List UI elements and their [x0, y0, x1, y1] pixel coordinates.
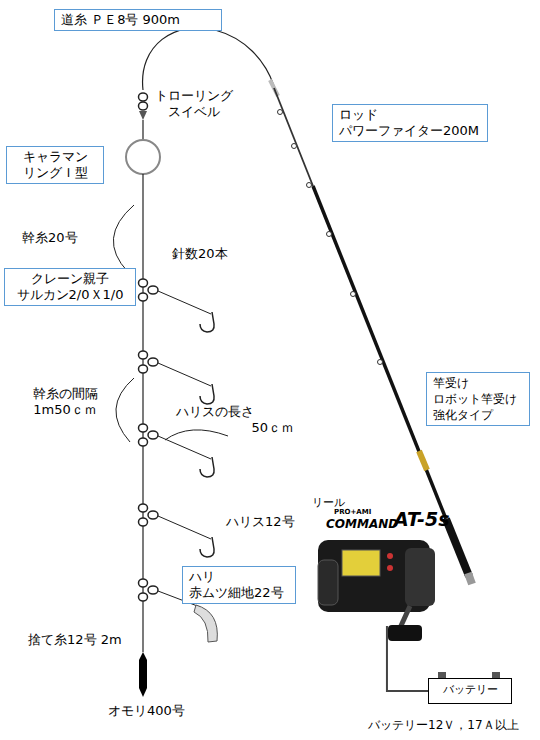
swivel-body — [139, 111, 147, 120]
crane-swivel — [139, 593, 148, 601]
rod-guide — [307, 183, 312, 188]
caraman-ring — [126, 140, 160, 174]
logo-text: PRO+AMI — [334, 508, 371, 516]
spec-box: キャラマン リングＩ型 — [6, 146, 104, 184]
node-text: バッテリー — [429, 679, 511, 701]
power-cable — [387, 626, 428, 691]
crane-swivel — [148, 511, 158, 519]
node-text: 道糸 ＰＥ8号 900m — [61, 12, 215, 28]
node-text: 竿受け ロボット竿受け 強化タイプ — [433, 375, 523, 423]
dimension-label: 幹糸の間隔 1m50ｃｍ — [24, 386, 106, 418]
crane-swivel — [139, 279, 148, 287]
sinker — [139, 652, 147, 697]
swivel-ring — [139, 93, 148, 101]
rod-reel-seat — [419, 451, 427, 470]
reel-handle-arm — [400, 606, 410, 628]
dimension-bracket — [165, 430, 228, 440]
reel-side — [405, 548, 435, 606]
battery-box: バッテリー — [428, 678, 512, 704]
harisu-line — [158, 436, 211, 459]
leader-line — [142, 120, 143, 140]
reel-handle-knob — [388, 625, 422, 641]
reel-button — [387, 565, 393, 571]
node-text: クレーン親子 サルカン2/0Ｘ1/0 — [11, 271, 129, 303]
rod-guide — [351, 292, 356, 297]
crane-swivel — [139, 365, 148, 373]
part-label: トローリング スイベル — [152, 88, 236, 120]
rod-guide — [278, 110, 283, 115]
crane-swivel — [148, 586, 158, 594]
hook — [200, 312, 214, 332]
hook — [200, 384, 214, 404]
spec-box: クレーン親子 サルカン2/0Ｘ1/0 — [4, 268, 136, 306]
part-label: 針数20本 — [172, 246, 228, 262]
dimension-bracket — [113, 205, 134, 272]
crane-swivel — [148, 431, 158, 439]
hook — [200, 537, 214, 557]
swivel-ring — [139, 102, 148, 110]
harisu-line — [158, 291, 211, 314]
bait — [194, 605, 217, 642]
crane-swivel — [139, 579, 148, 587]
part-label: オモリ400号 — [108, 703, 185, 719]
logo-text: AT-5s — [394, 508, 449, 530]
harisu-line — [158, 516, 211, 539]
harisu-line — [158, 363, 211, 386]
part-label: 捨て糸12号 2m — [28, 632, 122, 648]
spec-box: 道糸 ＰＥ8号 900m — [54, 9, 222, 31]
crane-swivel — [139, 438, 148, 446]
crane-swivel — [148, 358, 158, 366]
node-text: ロッド パワーファイター200M — [339, 107, 481, 139]
dimension-label: 幹糸20号 — [22, 230, 78, 246]
main-line — [143, 28, 274, 90]
reel-lcd — [342, 550, 380, 576]
part-label: ハリス12号 — [226, 514, 295, 530]
crane-swivel — [139, 351, 148, 359]
rod-guide — [292, 144, 297, 149]
crane-swivel — [139, 518, 148, 526]
spec-box: 竿受け ロボット竿受け 強化タイプ — [426, 372, 530, 426]
rod-blank — [313, 186, 446, 519]
caption-label: バッテリー12Ｖ，17Ａ以上 — [368, 717, 519, 733]
node-text: ハリ 赤ムツ細地22号 — [189, 569, 289, 601]
spec-box: ロッド パワーファイター200M — [332, 104, 488, 142]
reel-spool — [318, 560, 338, 605]
dimension-bracket — [116, 378, 134, 442]
crane-swivel — [148, 286, 158, 294]
rod-guide — [327, 232, 332, 237]
hook — [200, 457, 214, 477]
rod-butt — [468, 573, 472, 584]
logo-text: COMMAND — [326, 517, 398, 531]
crane-swivel — [139, 424, 148, 432]
crane-swivel — [139, 504, 148, 512]
node-text: キャラマン リングＩ型 — [13, 149, 97, 181]
rod-tip — [274, 88, 313, 186]
dimension-label: ハリスの長さ 50ｃｍ — [176, 404, 294, 436]
reel-button — [387, 553, 393, 559]
spec-box: ハリ 赤ムツ細地22号 — [182, 566, 296, 604]
crane-swivel — [139, 293, 148, 301]
rod-guide — [378, 360, 383, 365]
